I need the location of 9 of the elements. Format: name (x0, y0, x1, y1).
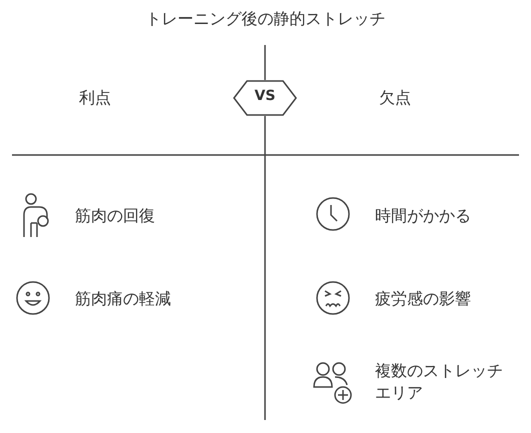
title: トレーニング後の静的ストレッチ (144, 8, 386, 30)
item-text: 時間がかかる (375, 205, 472, 227)
item-text: 筋肉の回復 (75, 205, 156, 227)
column-heading: 利点 (78, 87, 112, 109)
item-text: 筋肉痛の軽減 (75, 288, 172, 310)
item-text: 疲労感の影響 (375, 288, 472, 310)
vs-badge: VS (233, 80, 297, 116)
column-heading: 欠点 (378, 87, 412, 109)
item-text: 複数のストレッチエリア (375, 360, 503, 404)
